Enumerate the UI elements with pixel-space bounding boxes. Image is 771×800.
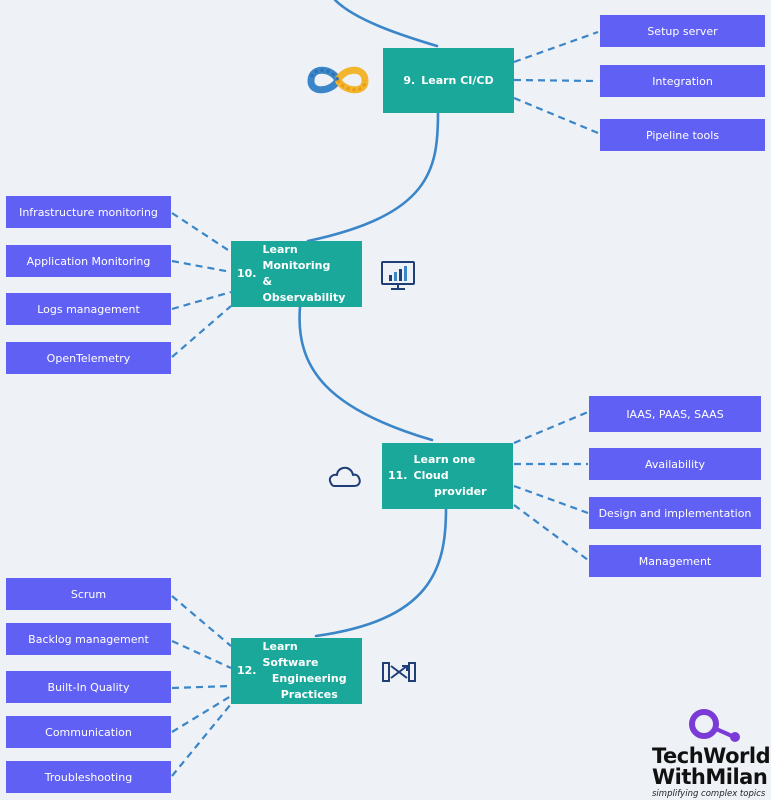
topic-node[interactable]: Application Monitoring: [6, 245, 171, 277]
stage-number: 12.: [237, 664, 257, 677]
stage-number: 10.: [237, 267, 257, 280]
topic-node[interactable]: Setup server: [600, 15, 765, 47]
topic-node[interactable]: Backlog management: [6, 623, 171, 655]
stage-title-line: provider: [433, 485, 487, 498]
stage-title-line: Learn Monitoring: [262, 243, 331, 272]
flow-line-11-to-12: [314, 507, 448, 638]
topic-node[interactable]: Troubleshooting: [6, 761, 171, 793]
stage-title-line: Learn Software: [262, 640, 319, 669]
topic-node[interactable]: Communication: [6, 716, 171, 748]
topic-node[interactable]: Pipeline tools: [600, 119, 765, 151]
stage-9-node[interactable]: 9. Learn CI/CD: [383, 48, 514, 113]
brand-line-1: TechWorld: [652, 744, 771, 768]
stage-11-node[interactable]: 11. Learn one Cloud provider: [382, 443, 513, 509]
shuffle-icon: [382, 662, 416, 682]
flow-line-9-to-10: [306, 111, 440, 243]
topic-node[interactable]: Scrum: [6, 578, 171, 610]
topic-node[interactable]: Design and implementation: [589, 497, 761, 529]
topic-node[interactable]: Logs management: [6, 293, 171, 325]
topic-node[interactable]: Infrastructure monitoring: [6, 196, 171, 228]
topic-node[interactable]: IAAS, PAAS, SAAS: [589, 396, 761, 432]
flow-line-into-stage-9: [333, 0, 439, 48]
topic-node[interactable]: Availability: [589, 448, 761, 480]
stage-title-line: Learn one Cloud: [413, 453, 476, 482]
stage-number: 11.: [388, 469, 408, 482]
topic-node[interactable]: Management: [589, 545, 761, 577]
brand-line-2: WithMilan: [652, 765, 768, 789]
stage-title-line: Practices: [280, 688, 338, 701]
monitor-chart-icon: [381, 261, 415, 290]
brand-logo: TechWorld WithMilan simplifying complex …: [652, 708, 771, 799]
stage-10-node[interactable]: 10. Learn Monitoring & Observability: [231, 241, 362, 307]
stage-title-line: Learn CI/CD: [421, 73, 494, 87]
brand-tagline: simplifying complex topics: [652, 789, 766, 799]
molecule-logo-icon: [689, 709, 740, 742]
topic-node[interactable]: Integration: [600, 65, 765, 97]
topic-node[interactable]: Built-In Quality: [6, 671, 171, 703]
cloud-icon: [328, 466, 361, 487]
stage-title-line: & Observability: [262, 275, 346, 304]
devops-infinity-icon: [307, 66, 369, 94]
flow-line-10-to-11: [298, 305, 434, 442]
topic-node[interactable]: OpenTelemetry: [6, 342, 171, 374]
stage-number: 9.: [403, 73, 416, 87]
stage-12-node[interactable]: 12. Learn Software Engineering Practices: [231, 638, 362, 704]
stage-title-line: Engineering: [271, 672, 347, 685]
